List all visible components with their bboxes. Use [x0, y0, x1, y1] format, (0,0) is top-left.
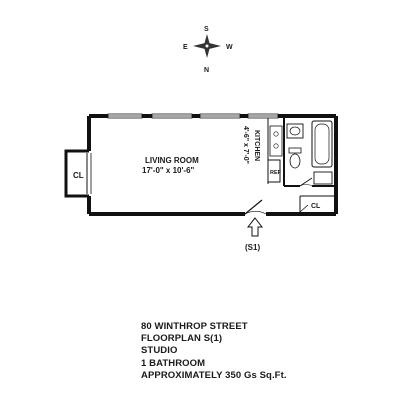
- kitchen-name: KITCHEN: [253, 130, 260, 161]
- right-closet-label: CL: [311, 203, 321, 210]
- entrance-arrow-icon: [246, 217, 264, 237]
- compass-rose: S N E W: [183, 26, 233, 74]
- living-room-name: LIVING ROOM: [145, 156, 199, 165]
- kitchen-area: [267, 118, 283, 184]
- right-closet: [299, 195, 334, 213]
- compass-south-label: S: [204, 26, 209, 33]
- kitchen-size: 4'-6" x 7'-0": [242, 126, 249, 164]
- listing-address: 80 WINTHROP STREET: [141, 321, 248, 332]
- compass-west-label: W: [226, 44, 233, 51]
- left-closet-label: CL: [73, 171, 84, 180]
- listing-info: 80 WINTHROP STREET FLOORPLAN S(1) STUDIO…: [141, 321, 287, 382]
- bathroom: [283, 118, 334, 187]
- listing-floorplan: FLOORPLAN S(1): [141, 333, 223, 345]
- windows: [107, 113, 279, 119]
- listing-type: STUDIO: [141, 345, 178, 357]
- refrigerator-label: REF: [270, 170, 282, 176]
- listing-area: APPROXIMATELY 350 Gs Sq.Ft.: [141, 369, 287, 381]
- floor-plan: S N E W CL: [64, 26, 338, 252]
- listing-bathrooms: 1 BATHROOM: [141, 357, 206, 369]
- compass-east-label: E: [183, 44, 188, 51]
- entrance-door: [244, 199, 267, 215]
- entrance-label: (S1): [245, 243, 260, 252]
- living-room-size: 17'-0" x 10'-6": [142, 166, 195, 175]
- left-closet: [64, 149, 92, 198]
- compass-north-label: N: [204, 67, 209, 74]
